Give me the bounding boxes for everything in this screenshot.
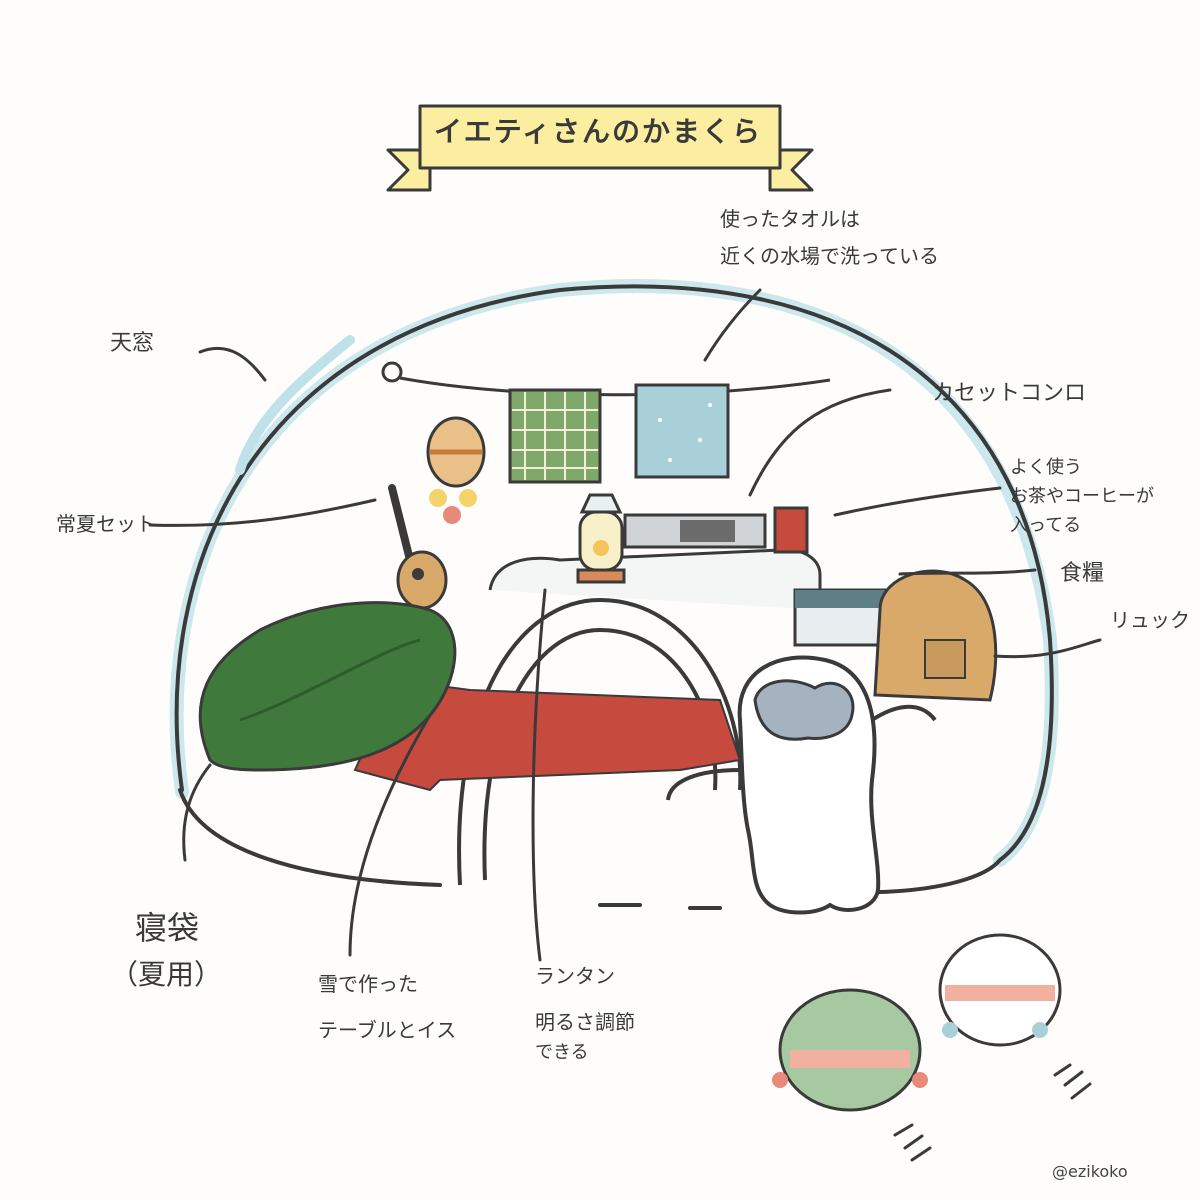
label-sleeping-bag-1: 寝袋 bbox=[135, 909, 200, 947]
straw-hat-icon bbox=[426, 416, 486, 488]
label-lantern-2: 明るさ調節 bbox=[535, 1010, 635, 1034]
label-sleeping-bag-2: （夏用） bbox=[110, 958, 223, 991]
lantern-icon bbox=[576, 493, 626, 584]
label-towels-2: 近くの水場で洗っている bbox=[720, 244, 939, 268]
sleeping-bag-icon bbox=[198, 601, 457, 772]
label-tea-2: お茶やコーヒーが bbox=[1010, 486, 1154, 507]
label-tea-3: 入ってる bbox=[1010, 515, 1082, 536]
towel-check-icon bbox=[508, 388, 602, 484]
flower-lei-icon bbox=[429, 489, 477, 524]
title-banner bbox=[386, 104, 814, 192]
artist-credit: @ezikoko bbox=[1052, 1162, 1128, 1181]
ukulele-icon bbox=[388, 484, 448, 610]
frog-green-character bbox=[772, 988, 928, 1112]
label-skylight: 天窓 bbox=[110, 331, 155, 356]
food-box-icon bbox=[793, 588, 887, 647]
stove-icon bbox=[623, 513, 767, 549]
dome-igloo bbox=[169, 279, 1059, 910]
clothesline bbox=[381, 361, 831, 397]
pointer-arrows bbox=[148, 288, 1102, 962]
towel-dots-icon bbox=[634, 383, 730, 479]
label-backpack: リュック bbox=[1110, 608, 1190, 632]
label-lantern-3: できる bbox=[535, 1042, 589, 1063]
motion-lines bbox=[893, 1063, 1092, 1162]
title: イエティさんのかまくら bbox=[433, 115, 763, 148]
tea-can-icon bbox=[773, 506, 809, 554]
yeti-character bbox=[666, 655, 937, 915]
label-stove: カセットコンロ bbox=[932, 381, 1087, 406]
label-food: 食糧 bbox=[1060, 561, 1105, 586]
label-table-2: テーブルとイス bbox=[318, 1018, 457, 1042]
backpack-icon bbox=[873, 569, 998, 702]
frog-white-character bbox=[938, 933, 1062, 1047]
label-lantern-1: ランタン bbox=[535, 964, 615, 988]
label-tea-1: よく使う bbox=[1010, 457, 1082, 478]
snow-table bbox=[488, 548, 822, 610]
label-table-1: 雪で作った bbox=[318, 972, 418, 996]
label-summer-set: 常夏セット bbox=[56, 512, 156, 536]
label-towels-1: 使ったタオルは bbox=[720, 207, 860, 231]
